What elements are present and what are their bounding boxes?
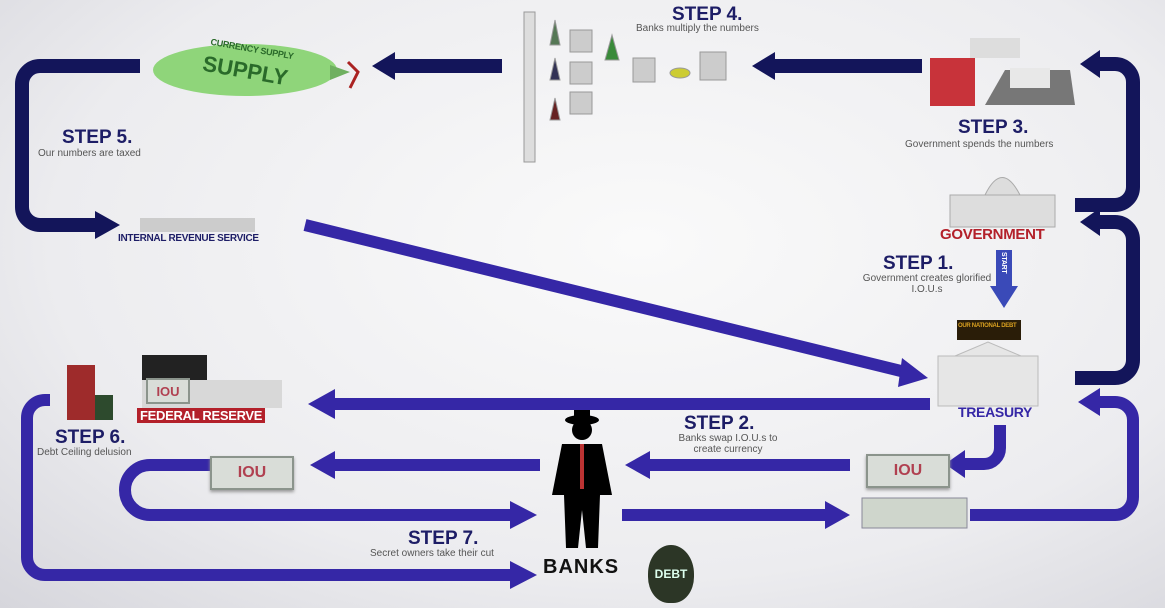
irs-to-treasury-arrow	[303, 219, 907, 378]
step7-title: STEP 7.	[408, 528, 479, 549]
currency-to-treasury-arrow	[970, 396, 1139, 521]
irs-label: INTERNAL REVENUE SERVICE	[118, 233, 259, 244]
step5-text: Our numbers are taxed	[38, 148, 141, 159]
banks-label: BANKS	[543, 556, 620, 578]
profit-on-debt-badge: DEBT	[648, 545, 694, 603]
step1-title: STEP 1.	[883, 253, 954, 274]
fed-iou-sign: IOU	[146, 378, 190, 404]
step1-text: Government creates glorified I.O.U.s	[862, 273, 992, 295]
treasury-to-iou-arrow	[965, 425, 1006, 470]
national-debt-clock	[957, 320, 1021, 340]
fed-to-banks-arrow	[119, 459, 510, 521]
step6-title: STEP 6.	[55, 427, 126, 448]
currency-supply-icon: SUPPLY	[153, 44, 360, 96]
government-to-spending-arrow	[1075, 57, 1140, 212]
supply-to-irs-arrow	[15, 59, 140, 232]
fed-iou-note: IOU	[210, 456, 294, 490]
owners-cut-arrow	[21, 394, 510, 581]
treasury-to-government-arrow	[1075, 215, 1140, 385]
irs-building-icon	[140, 218, 255, 232]
start-label: START	[1000, 252, 1007, 274]
step2-title: STEP 2.	[684, 413, 755, 434]
treasury-label: TREASURY	[958, 404, 1033, 420]
government-building-icon	[949, 177, 1056, 228]
federal-reserve-label: FEDERAL RESERVE	[137, 408, 266, 423]
dollar-bills-icon	[861, 497, 968, 529]
government-label: GOVERNMENT	[940, 226, 1045, 243]
step4-text: Banks multiply the numbers	[636, 23, 759, 34]
step3-title: STEP 3.	[958, 117, 1029, 138]
step6-text: Debt Ceiling delusion	[37, 447, 132, 458]
step2-text: Banks swap I.O.U.s to create currency	[678, 433, 778, 455]
step3-text: Government spends the numbers	[905, 139, 1054, 150]
start-arrow-icon	[990, 250, 1018, 308]
step7-text: Secret owners take their cut	[370, 548, 494, 559]
treasury-building-icon	[937, 341, 1039, 407]
bank-buildings-icon	[523, 11, 727, 163]
government-spending-icon	[930, 38, 1075, 106]
banker-icon	[552, 410, 612, 548]
step4-title: STEP 4.	[672, 4, 743, 25]
step5-title: STEP 5.	[62, 127, 133, 148]
treasury-iou-note: IOU	[866, 454, 950, 488]
national-debt-label: OUR NATIONAL DEBT	[958, 323, 1017, 329]
